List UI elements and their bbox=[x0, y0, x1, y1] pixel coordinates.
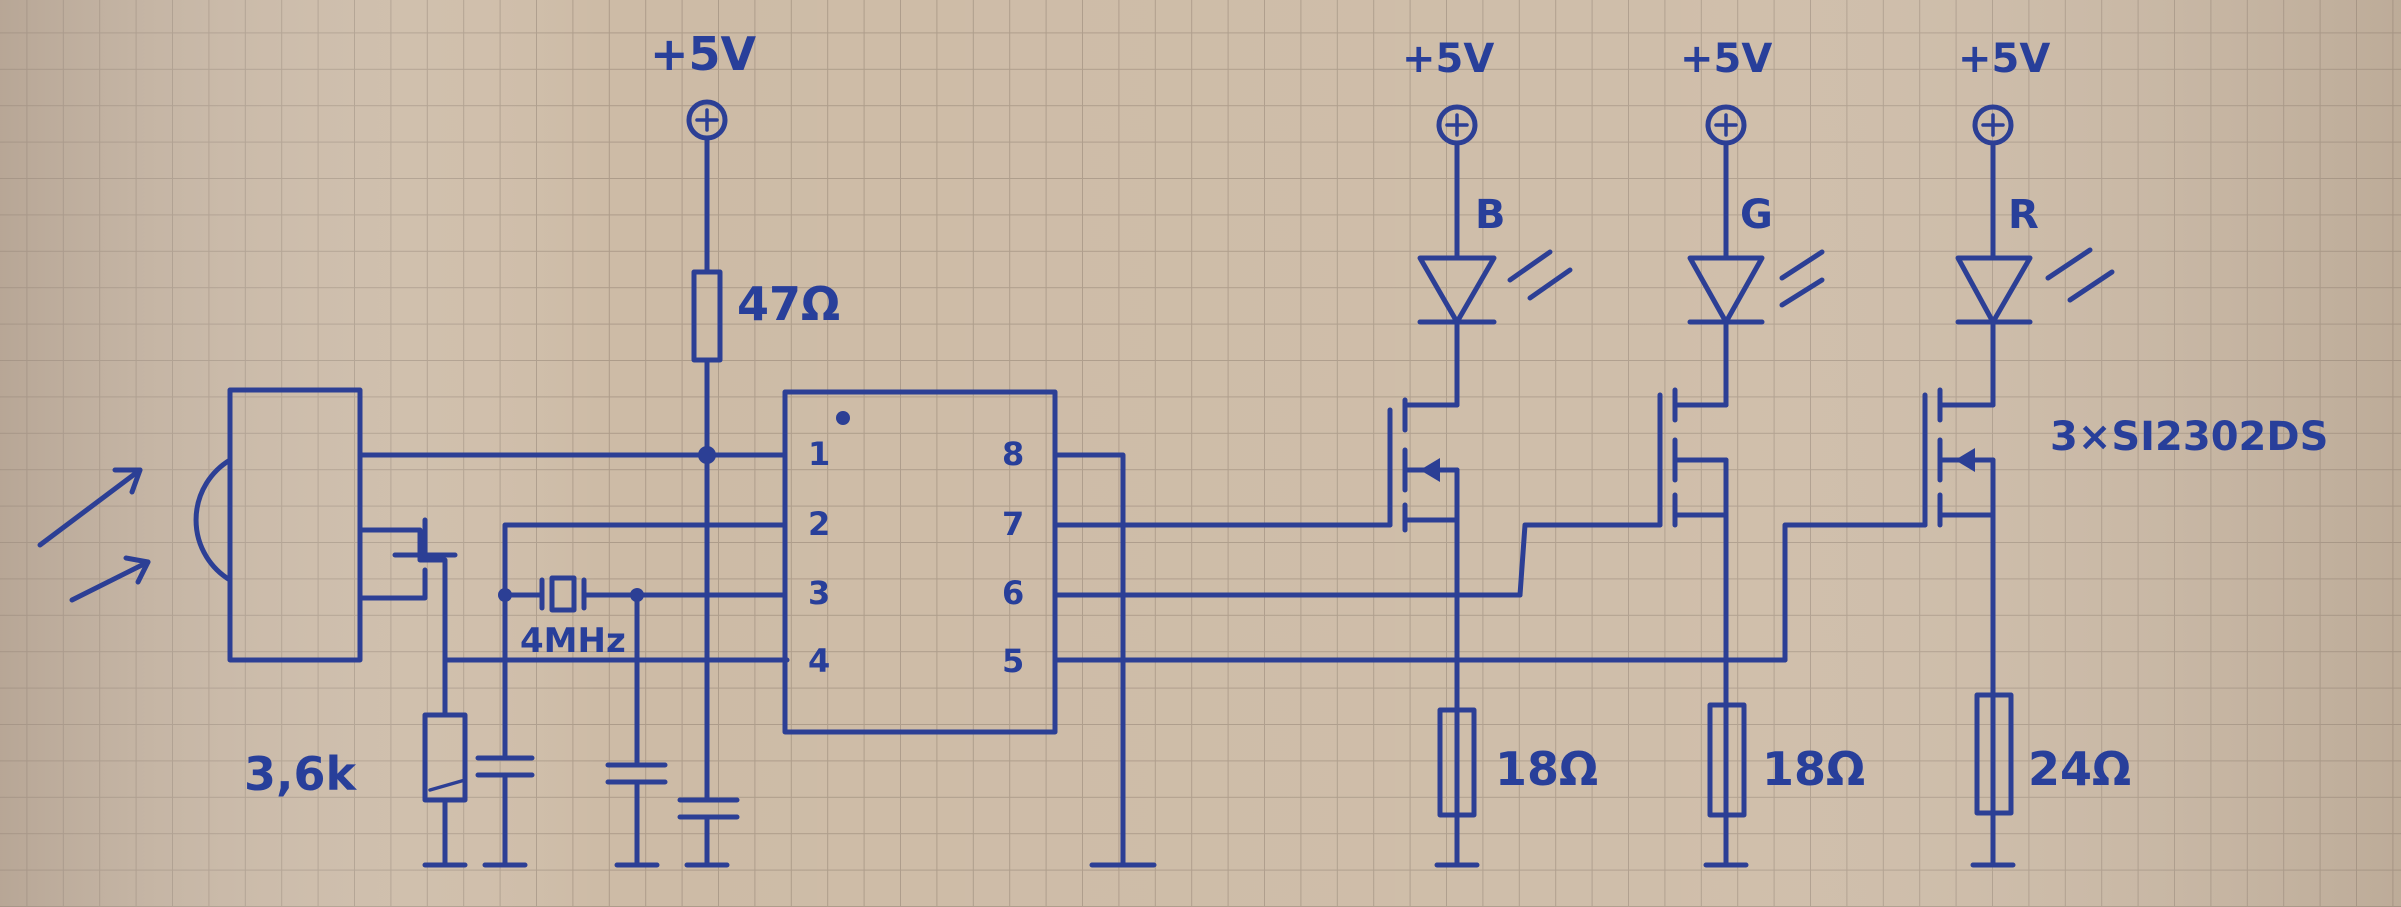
ic-pin-4: 4 bbox=[808, 642, 830, 680]
wire-pin8-gnd bbox=[1052, 452, 1126, 868]
resistor-red bbox=[1970, 692, 2016, 868]
led-blue bbox=[1417, 140, 1573, 408]
mosfet-red bbox=[1922, 387, 1996, 868]
supply-label-green: +5V bbox=[1680, 36, 1772, 82]
resistor-ic-label: 47Ω bbox=[737, 277, 840, 331]
crystal-label: 4MHz bbox=[520, 621, 626, 661]
resistor-blue-label: 18Ω bbox=[1495, 742, 1598, 796]
mosfet-blue bbox=[1387, 397, 1460, 868]
resistor-blue bbox=[1434, 707, 1480, 868]
resistor-green bbox=[1703, 702, 1749, 868]
supply-label-red: +5V bbox=[1958, 36, 2050, 82]
incoming-light-arrows bbox=[37, 467, 151, 603]
ic-pin-3: 3 bbox=[808, 574, 830, 612]
supply-ic bbox=[677, 99, 740, 868]
capacitor-c1 bbox=[475, 527, 535, 868]
led-green bbox=[1687, 140, 1825, 408]
resistor-green-label: 18Ω bbox=[1762, 742, 1865, 796]
ic-pin-5: 5 bbox=[1002, 642, 1024, 680]
crystal-4mhz bbox=[498, 575, 788, 613]
wire-pin2 bbox=[502, 522, 788, 533]
ic-pin-6: 6 bbox=[1002, 574, 1024, 612]
wire-receiver-out bbox=[357, 527, 790, 663]
ic-pin-2: 2 bbox=[808, 505, 830, 543]
led-blue-label: B bbox=[1475, 192, 1506, 238]
resistor-red-label: 24Ω bbox=[2028, 742, 2131, 796]
wire-receiver-gnd bbox=[357, 567, 428, 601]
resistor-photo-label: 3,6k bbox=[244, 747, 357, 801]
led-red bbox=[1955, 140, 2115, 408]
resistor-photo bbox=[422, 657, 468, 868]
ic-pin-8: 8 bbox=[1002, 435, 1024, 473]
led-green-label: G bbox=[1740, 192, 1773, 238]
ic-pin-1: 1 bbox=[808, 435, 830, 473]
capacitor-c2 bbox=[605, 592, 668, 868]
led-red-label: R bbox=[2008, 192, 2039, 238]
ic-8pin bbox=[782, 389, 1058, 735]
ic-pin-7: 7 bbox=[1002, 505, 1024, 543]
mosfet-part-label: 3×SI2302DS bbox=[2050, 414, 2328, 460]
ir-receiver bbox=[193, 387, 363, 663]
supply-label-ic: +5V bbox=[650, 27, 757, 81]
supply-label-blue: +5V bbox=[1402, 36, 1494, 82]
